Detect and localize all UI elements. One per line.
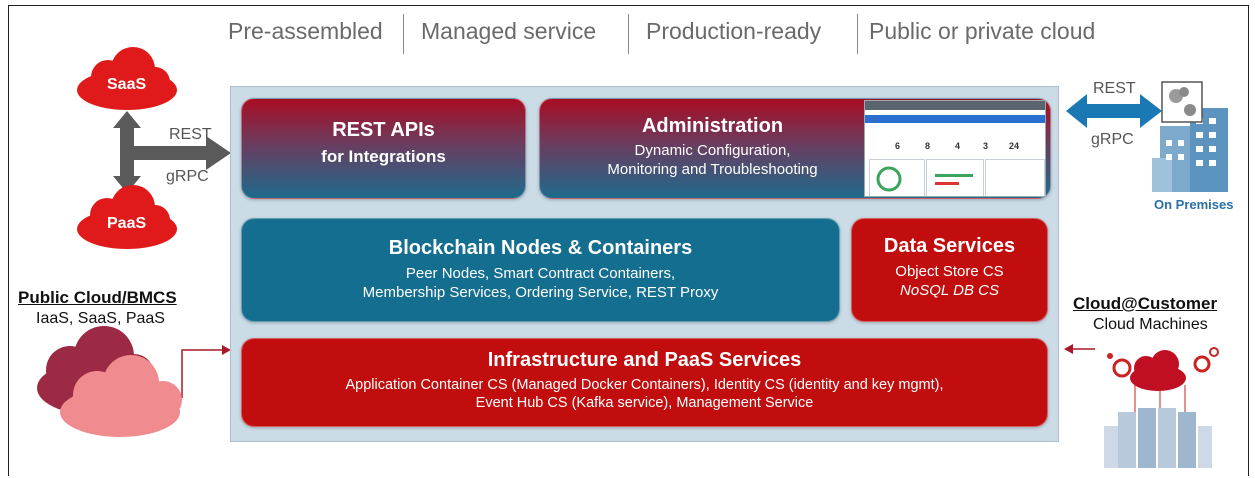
- rest-grpc-arrow: [130, 136, 231, 170]
- public-cloud-subtitle: IaaS, SaaS, PaaS: [36, 310, 165, 327]
- infrastructure-line1: Application Container CS (Managed Docker…: [345, 377, 944, 393]
- diagram-frame: [8, 5, 1249, 476]
- on-premises-building-icon: [1152, 81, 1228, 192]
- paas-label: PaaS: [107, 215, 147, 232]
- dashboard-stat: 8: [925, 141, 931, 151]
- blockchain-line1: Peer Nodes, Smart Contract Containers,: [405, 265, 676, 282]
- saas-label: SaaS: [107, 76, 147, 93]
- dashboard-stat: 24: [1009, 141, 1020, 151]
- administration-line1: Dynamic Configuration,: [634, 142, 791, 159]
- tagline-divider: [403, 14, 404, 54]
- dashboard-stat: 4: [955, 141, 961, 151]
- blockchain-line2: Membership Services, Ordering Service, R…: [362, 284, 719, 301]
- tagline-pre-assembled: Pre-assembled: [228, 18, 383, 44]
- rest-apis-title: REST APIs: [332, 119, 435, 141]
- dashboard-screenshot: 6 8 4 3 24: [864, 100, 1046, 197]
- public-cloud-title: Public Cloud/BMCS: [18, 288, 177, 307]
- infrastructure-box: Infrastructure and PaaS Services Applica…: [241, 338, 1048, 427]
- rest-apis-subtitle: for Integrations: [321, 147, 446, 166]
- dashboard-stat: 3: [983, 141, 989, 151]
- dashboard-card: [926, 159, 984, 196]
- data-services-box: Data Services Object Store CS NoSQL DB C…: [851, 218, 1048, 322]
- saas-cloud-icon: [77, 47, 177, 110]
- tagline-divider: [857, 14, 858, 54]
- cloud-customer-connector: [1064, 344, 1095, 354]
- dashboard-stat: 6: [895, 141, 901, 151]
- right-grpc-label: gRPC: [1091, 131, 1134, 148]
- cloud-customer-subtitle: Cloud Machines: [1093, 316, 1208, 333]
- infrastructure-line2: Event Hub CS (Kafka service), Management…: [475, 395, 814, 411]
- on-premises-double-arrow: [1066, 94, 1162, 128]
- left-rest-label: REST: [169, 126, 212, 143]
- right-rest-label: REST: [1093, 80, 1136, 97]
- data-services-line2: NoSQL DB CS: [900, 282, 999, 299]
- tagline-divider: [628, 14, 629, 54]
- administration-title: Administration: [641, 115, 784, 137]
- tagline-production-ready: Production-ready: [646, 18, 822, 44]
- on-premises-label: On Premises: [1154, 197, 1234, 212]
- saas-paas-double-arrow: [113, 111, 141, 193]
- dashboard-gauge-icon: [876, 166, 902, 192]
- dashboard-card: [869, 159, 925, 196]
- dashboard-header-bar: [865, 115, 1045, 123]
- blockchain-title: Blockchain Nodes & Containers: [388, 237, 693, 259]
- blockchain-box: Blockchain Nodes & Containers Peer Nodes…: [241, 218, 840, 322]
- cloud-customer-title: Cloud@Customer: [1073, 294, 1218, 313]
- public-cloud-icon: [37, 326, 182, 437]
- data-services-line1: Object Store CS: [895, 263, 1004, 280]
- tagline-managed-service: Managed service: [421, 18, 597, 44]
- left-grpc-label: gRPC: [166, 168, 209, 185]
- public-cloud-connector: [181, 345, 231, 398]
- rest-apis-box: REST APIs for Integrations: [241, 98, 526, 199]
- infrastructure-title: Infrastructure and PaaS Services: [487, 349, 802, 371]
- paas-cloud-icon: [77, 185, 177, 249]
- administration-line2: Monitoring and Troubleshooting: [607, 161, 818, 178]
- data-services-title: Data Services: [883, 235, 1016, 257]
- tagline-public-private-cloud: Public or private cloud: [869, 18, 1096, 44]
- dashboard-card: [985, 159, 1045, 196]
- dashboard-topbar: [865, 101, 1045, 110]
- cloud-customer-server-icon: [1104, 347, 1219, 468]
